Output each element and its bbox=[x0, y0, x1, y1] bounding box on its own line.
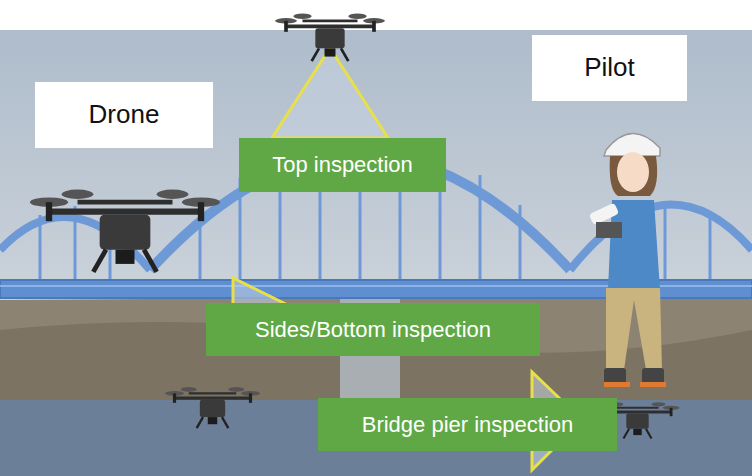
inspection-label-box: Sides/Bottom inspection bbox=[206, 303, 540, 356]
node-label: Bridge pier inspection bbox=[362, 412, 574, 437]
drone-icon bbox=[165, 387, 260, 428]
sky bbox=[0, 30, 752, 400]
node-label: Sides/Bottom inspection bbox=[255, 317, 491, 342]
inspection-label-box: Bridge pier inspection bbox=[318, 398, 617, 451]
drone-icon bbox=[275, 14, 385, 62]
node-label: Drone bbox=[89, 100, 160, 130]
inspection-label-box: Top inspection bbox=[239, 138, 446, 192]
top-band bbox=[0, 0, 752, 30]
node-label: Pilot bbox=[584, 53, 635, 83]
node-label: Top inspection bbox=[272, 152, 413, 177]
top-view-triangle bbox=[272, 48, 388, 138]
callout-box: Pilot bbox=[532, 35, 687, 101]
drone-icon bbox=[30, 190, 220, 272]
callout-box: Drone bbox=[35, 82, 213, 148]
pilot-figure bbox=[589, 133, 666, 387]
